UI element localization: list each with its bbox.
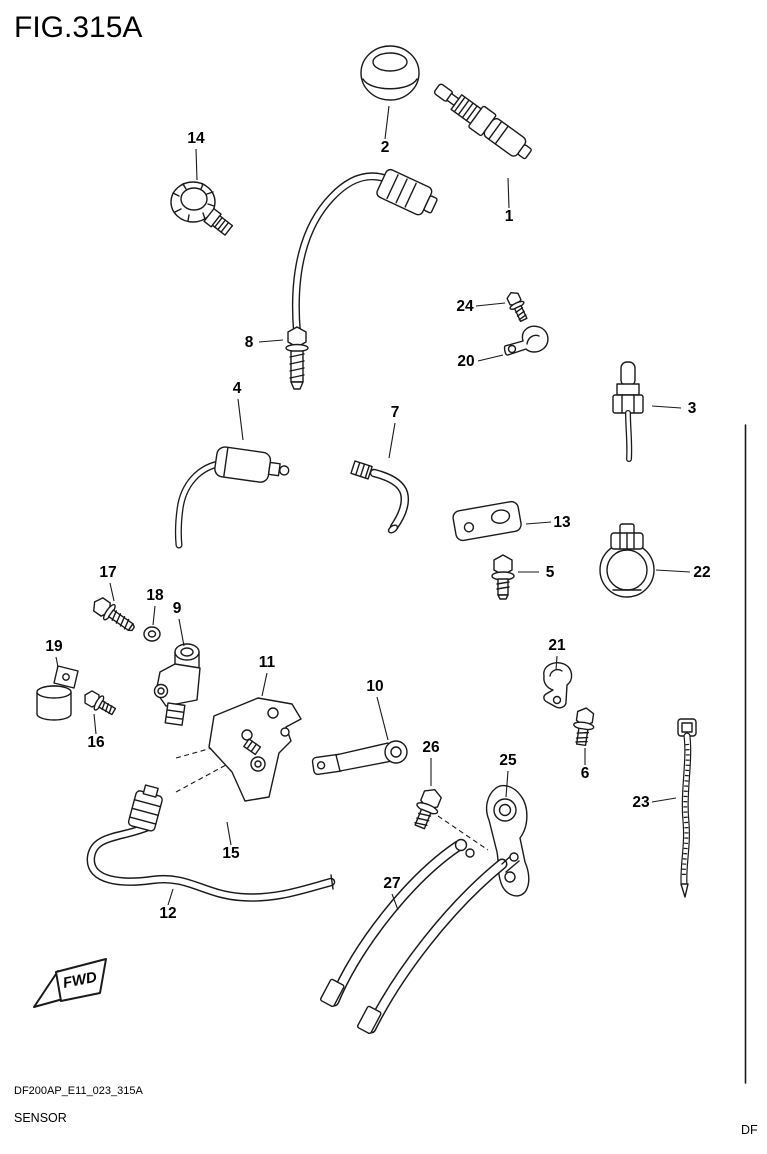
callout-number-17: 17 [99,564,116,581]
part-25-bracket [437,784,530,897]
callout-number-12: 12 [159,905,176,922]
callout-number-23: 23 [632,794,650,811]
part-27-bracket-arms [320,838,520,1035]
callout-number-2: 2 [381,139,390,156]
part-7-fitting [350,460,409,534]
part-6-bolt [573,707,595,747]
callout-leader-14 [195,148,198,181]
part-24-bolt [506,291,528,323]
figure-code: DF200AP_E11_023_315A [14,1085,144,1097]
figure-title: FIG.315A [14,11,142,44]
callout-leader-27 [391,893,399,911]
callout-leader-13 [525,521,552,525]
part-26-bolt [414,789,442,830]
parts-illustrations: FWD [33,45,747,1084]
part-8-sensor-with-lead [285,168,438,390]
fwd-label: FWD [62,969,99,992]
callout-leader-16 [93,713,97,735]
callout-leader-15 [226,821,232,846]
part-17-screw [93,597,135,632]
callout-number-24: 24 [456,298,474,315]
part-12-harness [86,784,336,902]
callout-number-22: 22 [693,564,710,581]
callout-leader-1 [507,177,510,209]
callout-leader-8 [258,339,284,343]
callout-number-4: 4 [233,380,242,397]
callout-number-18: 18 [146,587,164,604]
callout-leader-7 [388,422,396,459]
callout-leader-25 [505,770,509,798]
callout-number-6: 6 [581,765,590,782]
callout-leader-22 [655,569,691,573]
part-9-sensor [153,643,201,726]
callout-number-9: 9 [173,600,182,617]
part-10-lever [311,740,408,776]
callout-number-19: 19 [45,638,63,655]
callout-leader-24 [475,302,506,307]
callout-leader-10 [376,696,389,741]
callout-leader-4 [237,398,244,441]
callout-number-5: 5 [546,564,555,581]
part-21-clamp [543,662,573,709]
callout-number-1: 1 [505,208,514,225]
callout-number-7: 7 [391,404,400,421]
callout-number-16: 16 [87,734,105,751]
callout-number-26: 26 [422,739,440,756]
part-3-sensor [612,361,644,462]
part-14-sensor-cap [170,181,234,236]
callout-leader-23 [651,797,677,803]
callout-number-21: 21 [548,637,566,654]
part-11-bracket [175,697,302,802]
callout-number-14: 14 [187,130,205,147]
part-5-bolt [491,554,515,600]
callout-number-8: 8 [245,334,254,351]
part-22-clamp-ring [599,523,655,598]
callout-leader-12 [167,888,174,906]
callout-number-3: 3 [688,400,697,417]
callout-leader-2 [384,105,390,140]
callout-leader-20 [477,354,504,362]
callout-leader-17 [109,582,115,602]
page-corner-label: DF [741,1123,758,1137]
part-19-clamp [36,665,79,721]
callout-number-20: 20 [457,353,474,370]
part-1-sensor [433,83,532,160]
part-18-washer [143,626,161,642]
part-23-cable-tie [677,718,697,898]
callout-leader-18 [152,605,156,626]
part-2-grommet [360,45,420,101]
callout-leader-3 [651,405,682,409]
part-20-clamp [503,325,549,356]
callout-number-11: 11 [259,654,276,671]
callout-number-25: 25 [499,752,517,769]
part-4-sensor [174,446,290,549]
callout-number-10: 10 [366,678,383,695]
callout-leader-11 [261,672,268,697]
callout-leader-21 [555,655,558,671]
figure-name: SENSOR [14,1111,67,1125]
part-13-bracket [452,500,522,542]
callout-number-27: 27 [383,875,400,892]
callout-leader-9 [178,618,185,647]
fwd-marker: FWD [33,958,107,1008]
callout-number-15: 15 [222,845,240,862]
callout-layer: 1234567891011121314151617181920212223242… [45,105,711,922]
part-16-screw [84,690,117,716]
callout-number-13: 13 [553,514,571,531]
callout-leader-19 [55,656,59,668]
